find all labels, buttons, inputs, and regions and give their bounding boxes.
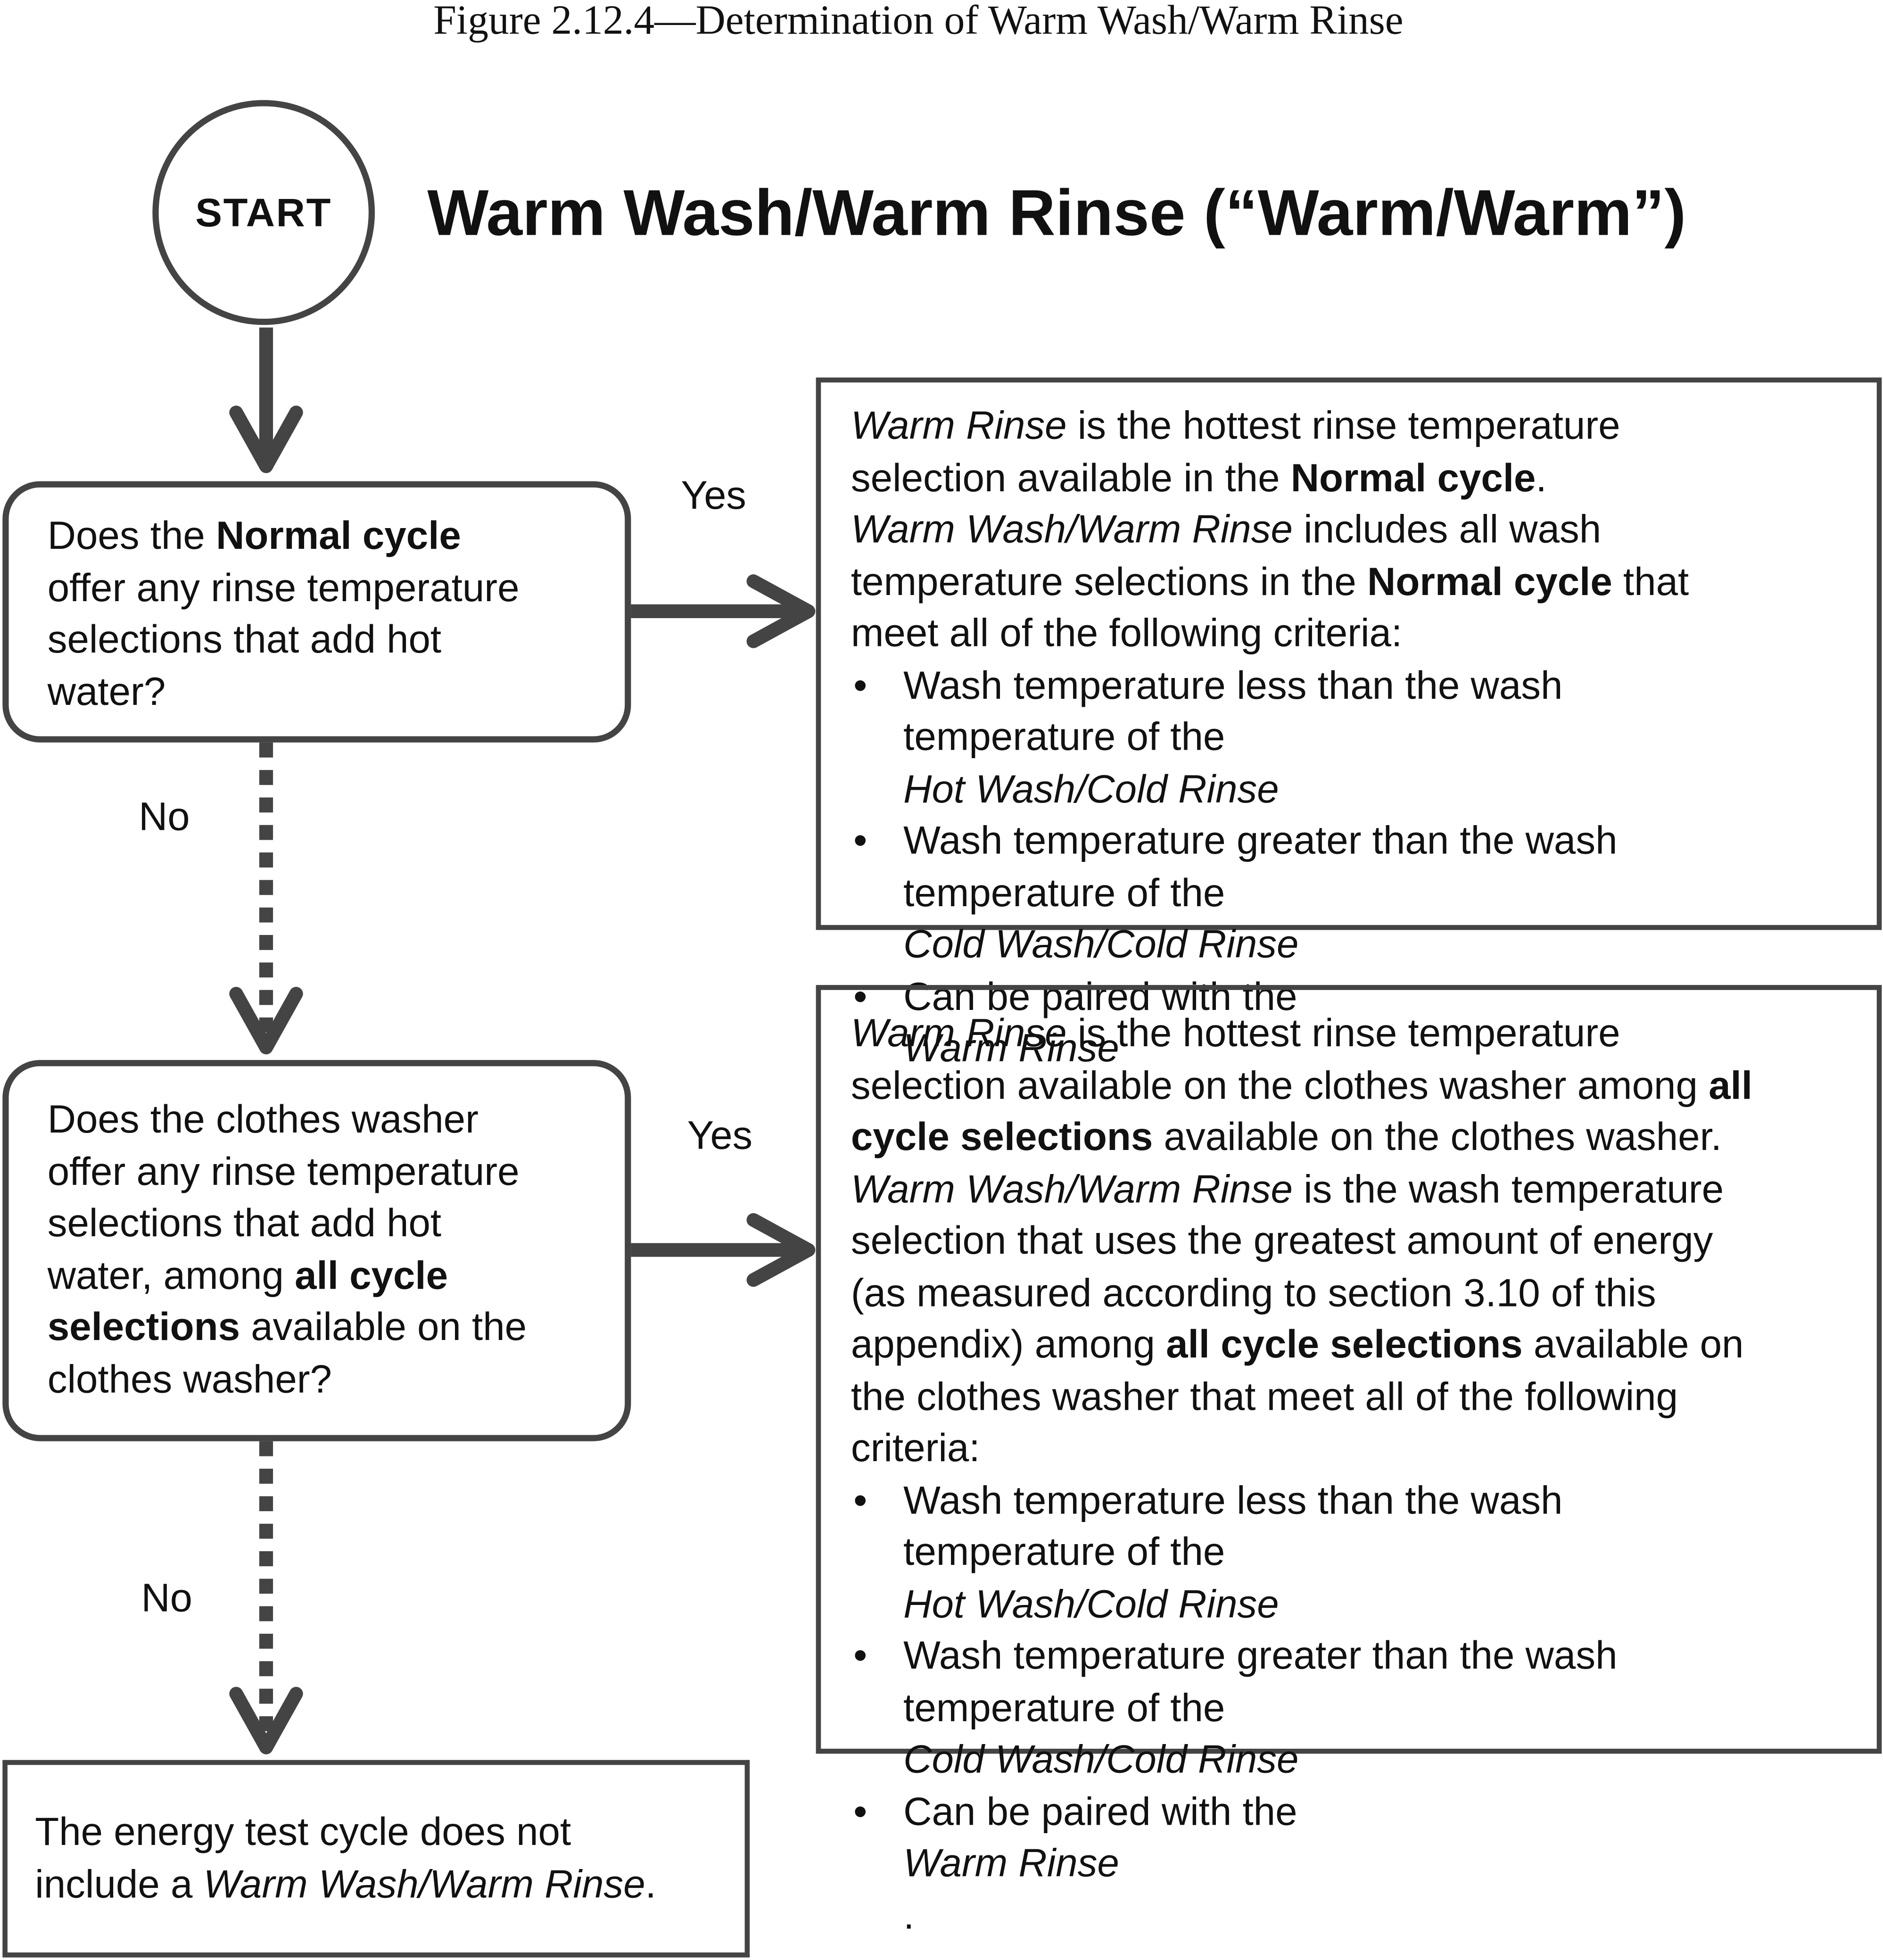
criteria-item: Wash temperature less than the wash temp… — [851, 1474, 1877, 1630]
figure-caption: Figure 2.12.4—Determination of Warm Wash… — [433, 0, 1404, 44]
decision1-line: selections that add hot — [47, 616, 442, 662]
decision2-line: clothes washer? — [47, 1356, 332, 1401]
info2-line: selection available on the clothes washe… — [851, 1062, 1752, 1107]
yes-label-2: Yes — [687, 1112, 753, 1158]
info2-line: criteria: — [851, 1425, 980, 1470]
yes-label-1: Yes — [681, 472, 746, 518]
decision2-line: offer any rinse temperature — [47, 1148, 520, 1193]
info2-line: (as measured according to section 3.10 o… — [851, 1269, 1656, 1315]
no-label-2: No — [141, 1575, 192, 1620]
arrowhead-decision1 — [229, 405, 303, 473]
arrowhead-yes1 — [746, 574, 816, 648]
info2-line: the clothes washer that meet all of the … — [851, 1373, 1678, 1418]
arrowhead-yes2 — [746, 1213, 816, 1287]
criteria-item: Can be paired with the Warm Rinse. — [851, 1786, 1877, 1941]
info2-line: cycle selections available on the clothe… — [851, 1114, 1722, 1159]
info-box-all-cycles: Warm Rinse is the hottest rinse temperat… — [816, 985, 1882, 1937]
info1-line: meet all of the following criteria: — [851, 610, 1403, 655]
arrowhead-decision2 — [229, 987, 303, 1055]
info1-line: Warm Wash/Warm Rinse includes all wash — [851, 506, 1602, 552]
decision-normal-cycle: Does the Normal cycle offer any rinse te… — [2, 481, 631, 743]
criteria-item: Wash temperature greater than the wash t… — [851, 815, 1877, 971]
criteria-list: Wash temperature less than the wash temp… — [851, 659, 1877, 1074]
terminal-no-warm-wash: The energy test cycle does not include a… — [2, 1760, 750, 1958]
info1-line: temperature selections in the Normal cyc… — [851, 558, 1689, 604]
info2-line: selection that uses the greatest amount … — [851, 1217, 1713, 1263]
decision2-line: water, among all cycle — [47, 1252, 448, 1297]
decision-all-cycles: Does the clothes washer offer any rinse … — [2, 1060, 631, 1441]
diagram-title: Warm Wash/Warm Rinse (“Warm/Warm”) — [427, 177, 1686, 250]
info2-line: Warm Rinse is the hottest rinse temperat… — [851, 1010, 1620, 1055]
info2-line: appendix) among all cycle selections ava… — [851, 1321, 1744, 1366]
no-label-1: No — [139, 794, 190, 839]
criteria-item: Can be paired with the Warm Rinse — [851, 971, 1877, 1075]
start-label: START — [195, 189, 332, 235]
criteria-item: Wash temperature less than the wash temp… — [851, 659, 1877, 815]
criteria-item: Wash temperature greater than the wash t… — [851, 1630, 1877, 1786]
terminal-line: include a Warm Wash/Warm Rinse. — [35, 1861, 656, 1906]
info2-line: Warm Wash/Warm Rinse is the wash tempera… — [851, 1166, 1724, 1211]
decision2-line: selections available on the — [47, 1304, 527, 1349]
criteria-list: Wash temperature less than the wash temp… — [851, 1474, 1877, 1941]
info1-line: selection available in the Normal cycle. — [851, 454, 1547, 500]
decision1-line: water? — [47, 668, 166, 713]
info-box-normal-cycle: Warm Rinse is the hottest rinse temperat… — [816, 377, 1882, 1070]
terminal-line: The energy test cycle does not — [35, 1809, 571, 1854]
info1-line: Warm Rinse is the hottest rinse temperat… — [851, 402, 1620, 448]
decision1-line: Does the Normal cycle — [47, 512, 461, 558]
decision1-line: offer any rinse temperature — [47, 564, 520, 610]
arrowhead-terminal — [229, 1687, 303, 1754]
decision2-line: selections that add hot — [47, 1200, 442, 1245]
decision2-line: Does the clothes washer — [47, 1096, 479, 1141]
start-node: START — [152, 100, 375, 325]
